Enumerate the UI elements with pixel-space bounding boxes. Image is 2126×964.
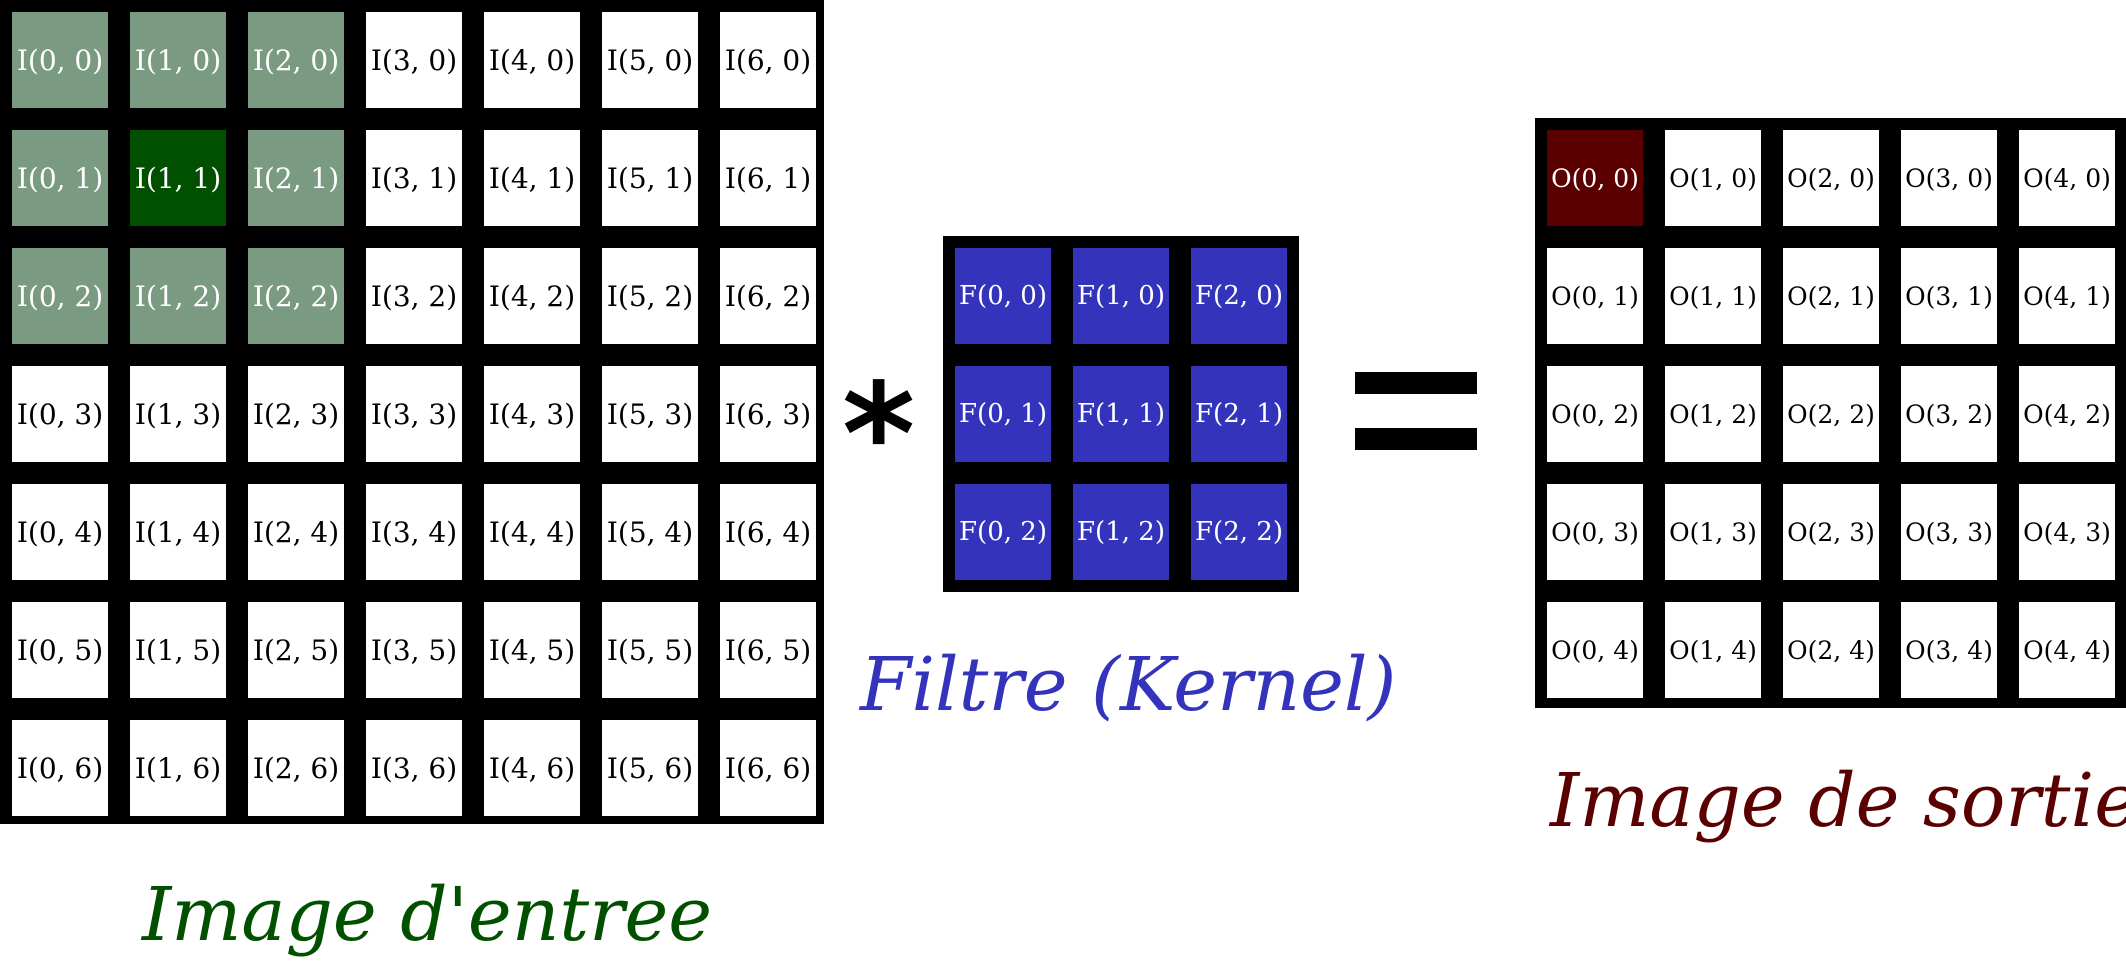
filter-weight-cell: F(2, 2) bbox=[1191, 484, 1287, 580]
input-pixel-cell: I(4, 3) bbox=[484, 366, 580, 462]
input-pixel-cell: I(3, 5) bbox=[366, 602, 462, 698]
input-pixel-cell: I(5, 2) bbox=[602, 248, 698, 344]
input-pixel-cell: I(6, 0) bbox=[720, 12, 816, 108]
input-pixel-cell: I(2, 1) bbox=[248, 130, 344, 226]
filter-weight-cell: F(2, 1) bbox=[1191, 366, 1287, 462]
input-pixel-cell: I(0, 1) bbox=[12, 130, 108, 226]
equals-bar-top bbox=[1355, 372, 1477, 394]
convolution-operator: * bbox=[842, 354, 916, 517]
equals-bar-bottom bbox=[1355, 428, 1477, 450]
input-pixel-cell: I(4, 0) bbox=[484, 12, 580, 108]
output-pixel-cell: O(4, 1) bbox=[2019, 248, 2115, 344]
output-pixel-cell: O(2, 0) bbox=[1783, 130, 1879, 226]
output-pixel-cell: O(4, 3) bbox=[2019, 484, 2115, 580]
output-pixel-cell: O(4, 2) bbox=[2019, 366, 2115, 462]
input-pixel-cell: I(3, 2) bbox=[366, 248, 462, 344]
input-pixel-cell: I(6, 6) bbox=[720, 720, 816, 816]
input-pixel-cell: I(1, 0) bbox=[130, 12, 226, 108]
input-pixel-cell: I(2, 3) bbox=[248, 366, 344, 462]
filter-weight-cell: F(1, 0) bbox=[1073, 248, 1169, 344]
input-pixel-cell: I(4, 1) bbox=[484, 130, 580, 226]
filter-weight-cell: F(0, 2) bbox=[955, 484, 1051, 580]
input-pixel-cell: I(1, 2) bbox=[130, 248, 226, 344]
output-image-caption: Image de sortie bbox=[1550, 758, 2126, 844]
input-pixel-cell: I(1, 6) bbox=[130, 720, 226, 816]
input-pixel-cell: I(2, 4) bbox=[248, 484, 344, 580]
input-pixel-cell: I(4, 5) bbox=[484, 602, 580, 698]
input-pixel-cell: I(1, 4) bbox=[130, 484, 226, 580]
input-image-caption: Image d'entree bbox=[142, 872, 713, 958]
input-pixel-cell: I(3, 3) bbox=[366, 366, 462, 462]
input-pixel-cell: I(0, 0) bbox=[12, 12, 108, 108]
input-pixel-cell: I(5, 1) bbox=[602, 130, 698, 226]
filter-weight-cell: F(2, 0) bbox=[1191, 248, 1287, 344]
input-pixel-cell: I(5, 3) bbox=[602, 366, 698, 462]
output-pixel-cell: O(0, 3) bbox=[1547, 484, 1643, 580]
input-image-grid: I(0, 0)I(1, 0)I(2, 0)I(3, 0)I(4, 0)I(5, … bbox=[0, 0, 824, 824]
filter-kernel-caption: Filtre (Kernel) bbox=[860, 642, 1397, 728]
input-pixel-cell: I(6, 3) bbox=[720, 366, 816, 462]
input-pixel-cell: I(2, 6) bbox=[248, 720, 344, 816]
filter-weight-cell: F(0, 1) bbox=[955, 366, 1051, 462]
output-pixel-cell: O(3, 4) bbox=[1901, 602, 1997, 698]
output-pixel-cell: O(0, 0) bbox=[1547, 130, 1643, 226]
input-pixel-cell: I(6, 1) bbox=[720, 130, 816, 226]
filter-weight-cell: F(1, 2) bbox=[1073, 484, 1169, 580]
output-image-grid: O(0, 0)O(1, 0)O(2, 0)O(3, 0)O(4, 0) O(0, … bbox=[1535, 118, 2126, 708]
input-pixel-cell: I(5, 6) bbox=[602, 720, 698, 816]
output-pixel-cell: O(2, 3) bbox=[1783, 484, 1879, 580]
equals-sign bbox=[1355, 372, 1477, 450]
output-pixel-cell: O(2, 1) bbox=[1783, 248, 1879, 344]
output-pixel-cell: O(3, 2) bbox=[1901, 366, 1997, 462]
output-pixel-cell: O(4, 0) bbox=[2019, 130, 2115, 226]
input-pixel-cell: I(0, 6) bbox=[12, 720, 108, 816]
output-pixel-cell: O(1, 4) bbox=[1665, 602, 1761, 698]
input-pixel-cell: I(6, 2) bbox=[720, 248, 816, 344]
input-pixel-cell: I(2, 0) bbox=[248, 12, 344, 108]
input-pixel-cell: I(4, 6) bbox=[484, 720, 580, 816]
input-pixel-cell: I(1, 1) bbox=[130, 130, 226, 226]
output-pixel-cell: O(1, 3) bbox=[1665, 484, 1761, 580]
output-pixel-cell: O(1, 0) bbox=[1665, 130, 1761, 226]
input-pixel-cell: I(2, 5) bbox=[248, 602, 344, 698]
filter-kernel-grid: F(0, 0)F(1, 0)F(2, 0) F(0, 1)F(1, 1)F(2, … bbox=[943, 236, 1299, 592]
filter-weight-cell: F(1, 1) bbox=[1073, 366, 1169, 462]
input-pixel-cell: I(0, 4) bbox=[12, 484, 108, 580]
output-pixel-cell: O(1, 2) bbox=[1665, 366, 1761, 462]
input-pixel-cell: I(6, 4) bbox=[720, 484, 816, 580]
output-pixel-cell: O(0, 1) bbox=[1547, 248, 1643, 344]
input-pixel-cell: I(5, 4) bbox=[602, 484, 698, 580]
input-pixel-cell: I(0, 3) bbox=[12, 366, 108, 462]
output-pixel-cell: O(2, 2) bbox=[1783, 366, 1879, 462]
input-pixel-cell: I(3, 6) bbox=[366, 720, 462, 816]
input-pixel-cell: I(4, 2) bbox=[484, 248, 580, 344]
output-pixel-cell: O(3, 1) bbox=[1901, 248, 1997, 344]
output-pixel-cell: O(3, 3) bbox=[1901, 484, 1997, 580]
input-pixel-cell: I(3, 1) bbox=[366, 130, 462, 226]
input-pixel-cell: I(0, 5) bbox=[12, 602, 108, 698]
output-pixel-cell: O(3, 0) bbox=[1901, 130, 1997, 226]
output-pixel-cell: O(4, 4) bbox=[2019, 602, 2115, 698]
input-pixel-cell: I(4, 4) bbox=[484, 484, 580, 580]
output-pixel-cell: O(0, 2) bbox=[1547, 366, 1643, 462]
input-pixel-cell: I(3, 0) bbox=[366, 12, 462, 108]
input-pixel-cell: I(1, 3) bbox=[130, 366, 226, 462]
input-pixel-cell: I(5, 5) bbox=[602, 602, 698, 698]
output-pixel-cell: O(1, 1) bbox=[1665, 248, 1761, 344]
output-pixel-cell: O(2, 4) bbox=[1783, 602, 1879, 698]
input-pixel-cell: I(0, 2) bbox=[12, 248, 108, 344]
input-pixel-cell: I(5, 0) bbox=[602, 12, 698, 108]
input-pixel-cell: I(2, 2) bbox=[248, 248, 344, 344]
input-pixel-cell: I(6, 5) bbox=[720, 602, 816, 698]
filter-weight-cell: F(0, 0) bbox=[955, 248, 1051, 344]
input-pixel-cell: I(3, 4) bbox=[366, 484, 462, 580]
input-pixel-cell: I(1, 5) bbox=[130, 602, 226, 698]
output-pixel-cell: O(0, 4) bbox=[1547, 602, 1643, 698]
